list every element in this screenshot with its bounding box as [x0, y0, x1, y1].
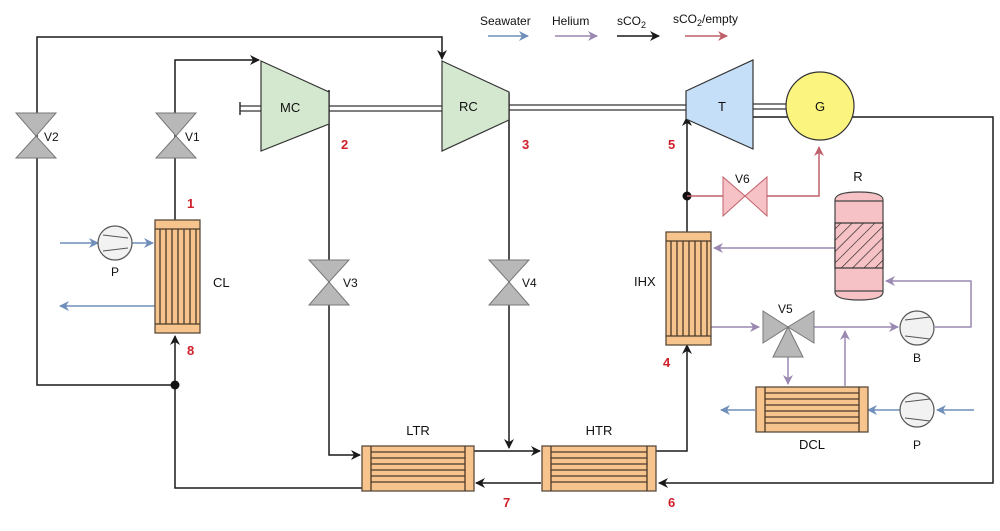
cooler-cl-label: CL — [213, 275, 230, 290]
htr-label: HTR — [586, 423, 613, 438]
blower-b[interactable]: B — [899, 310, 935, 365]
legend-label-helium: Helium — [552, 14, 589, 28]
legend-label-seawater: Seawater — [480, 14, 531, 28]
ltr-label: LTR — [406, 423, 430, 438]
state-point-2: 2 — [341, 137, 348, 152]
valve-v1[interactable]: V1 — [154, 112, 200, 159]
reactor[interactable]: R — [834, 169, 884, 301]
ltr-tubes — [371, 451, 465, 483]
pump-dcl-seawater[interactable]: P — [899, 392, 935, 452]
recompressor[interactable]: RC — [441, 60, 510, 152]
htr-tubes — [551, 451, 647, 483]
recompressor-label: RC — [459, 99, 478, 114]
dry-cooler-dcl[interactable]: DCL — [755, 386, 869, 452]
state-point-8: 8 — [187, 343, 194, 358]
valve-v4-label: V4 — [522, 276, 537, 290]
reactor-core — [834, 222, 884, 269]
valve-v4[interactable]: V4 — [487, 259, 537, 306]
legend-label-sco2: sCO2 — [617, 14, 646, 30]
dcl-label: DCL — [799, 437, 825, 452]
valve-v6-label: V6 — [735, 172, 750, 186]
valve-v2[interactable]: V2 — [14, 112, 59, 159]
pump-dcl-label: P — [913, 438, 921, 452]
pump-cl-seawater[interactable]: P — [97, 225, 133, 279]
state-point-1: 1 — [187, 196, 194, 211]
state-points: 1 2 3 4 5 6 7 8 — [187, 137, 675, 510]
cooler-tubes — [159, 229, 197, 324]
cooler-cl[interactable]: CL — [154, 219, 230, 334]
legend: Seawater Helium sCO2 sCO2/empty — [480, 12, 738, 41]
legend-item-sco2: sCO2 — [617, 14, 660, 41]
valve-v6[interactable]: V6 — [722, 172, 768, 218]
intermediate-heat-exchanger-ihx[interactable]: IHX — [634, 231, 712, 346]
valve-v5-label: V5 — [778, 302, 793, 316]
dcl-tubes — [765, 392, 859, 424]
valve-v3[interactable]: V3 — [307, 259, 358, 306]
state-point-7: 7 — [503, 495, 510, 510]
state-point-3: 3 — [522, 137, 529, 152]
valve-v1-label: V1 — [185, 130, 200, 144]
legend-item-helium: Helium — [552, 14, 598, 41]
generator-label: G — [815, 99, 825, 114]
low-temperature-recuperator-ltr[interactable]: LTR — [361, 423, 475, 492]
legend-item-sco2-empty: sCO2/empty — [673, 12, 738, 41]
generator[interactable]: G — [785, 71, 855, 141]
junction-node-cl — [170, 380, 180, 390]
blower-label: B — [913, 351, 921, 365]
main-compressor[interactable]: MC — [260, 60, 330, 152]
ihx-label: IHX — [634, 274, 656, 289]
state-point-5: 5 — [668, 137, 675, 152]
legend-item-seawater: Seawater — [480, 14, 531, 41]
main-compressor-label: MC — [280, 100, 300, 115]
helium-piping — [711, 243, 972, 386]
reactor-label: R — [853, 169, 862, 184]
pump-cl-label: P — [111, 265, 119, 279]
turbine[interactable]: T — [685, 59, 754, 150]
valve-v5-three-way[interactable]: V5 — [762, 302, 815, 358]
valve-v2-label: V2 — [44, 130, 59, 144]
seawater-piping — [59, 238, 974, 415]
high-temperature-recuperator-htr[interactable]: HTR — [541, 423, 657, 492]
state-point-4: 4 — [663, 355, 671, 370]
turbine-label: T — [718, 99, 726, 114]
ihx-tubes — [670, 241, 708, 336]
legend-label-sco2-empty: sCO2/empty — [673, 12, 738, 28]
valve-v3-label: V3 — [343, 276, 358, 290]
shaft — [239, 102, 786, 115]
state-point-6: 6 — [668, 495, 675, 510]
